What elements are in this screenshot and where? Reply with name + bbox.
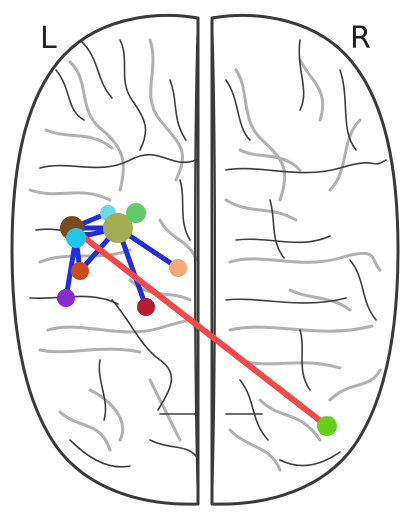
connectivity-nodes (57, 203, 337, 436)
longitudinal-fissure-right (211, 17, 216, 505)
edge-brown-lime (69, 225, 330, 429)
left-hemisphere-label: L (40, 21, 57, 56)
longitudinal-fissure-left (194, 17, 199, 505)
node-olive (103, 213, 133, 243)
node-lime (317, 416, 337, 436)
node-purple (57, 289, 75, 307)
node-peach (169, 259, 187, 277)
brain-outline (10, 14, 400, 506)
node-crimson (137, 298, 155, 316)
node-cyan (66, 228, 86, 248)
left-hemisphere-outline (10, 14, 200, 506)
node-green (126, 203, 146, 223)
right-hemisphere-outline (210, 14, 400, 506)
node-orange (71, 262, 89, 280)
brain-sulci-dark (29, 39, 387, 468)
edge-cyan-purple (63, 235, 79, 301)
right-hemisphere-label: R (350, 21, 371, 56)
brain-sulci-light (28, 38, 382, 472)
